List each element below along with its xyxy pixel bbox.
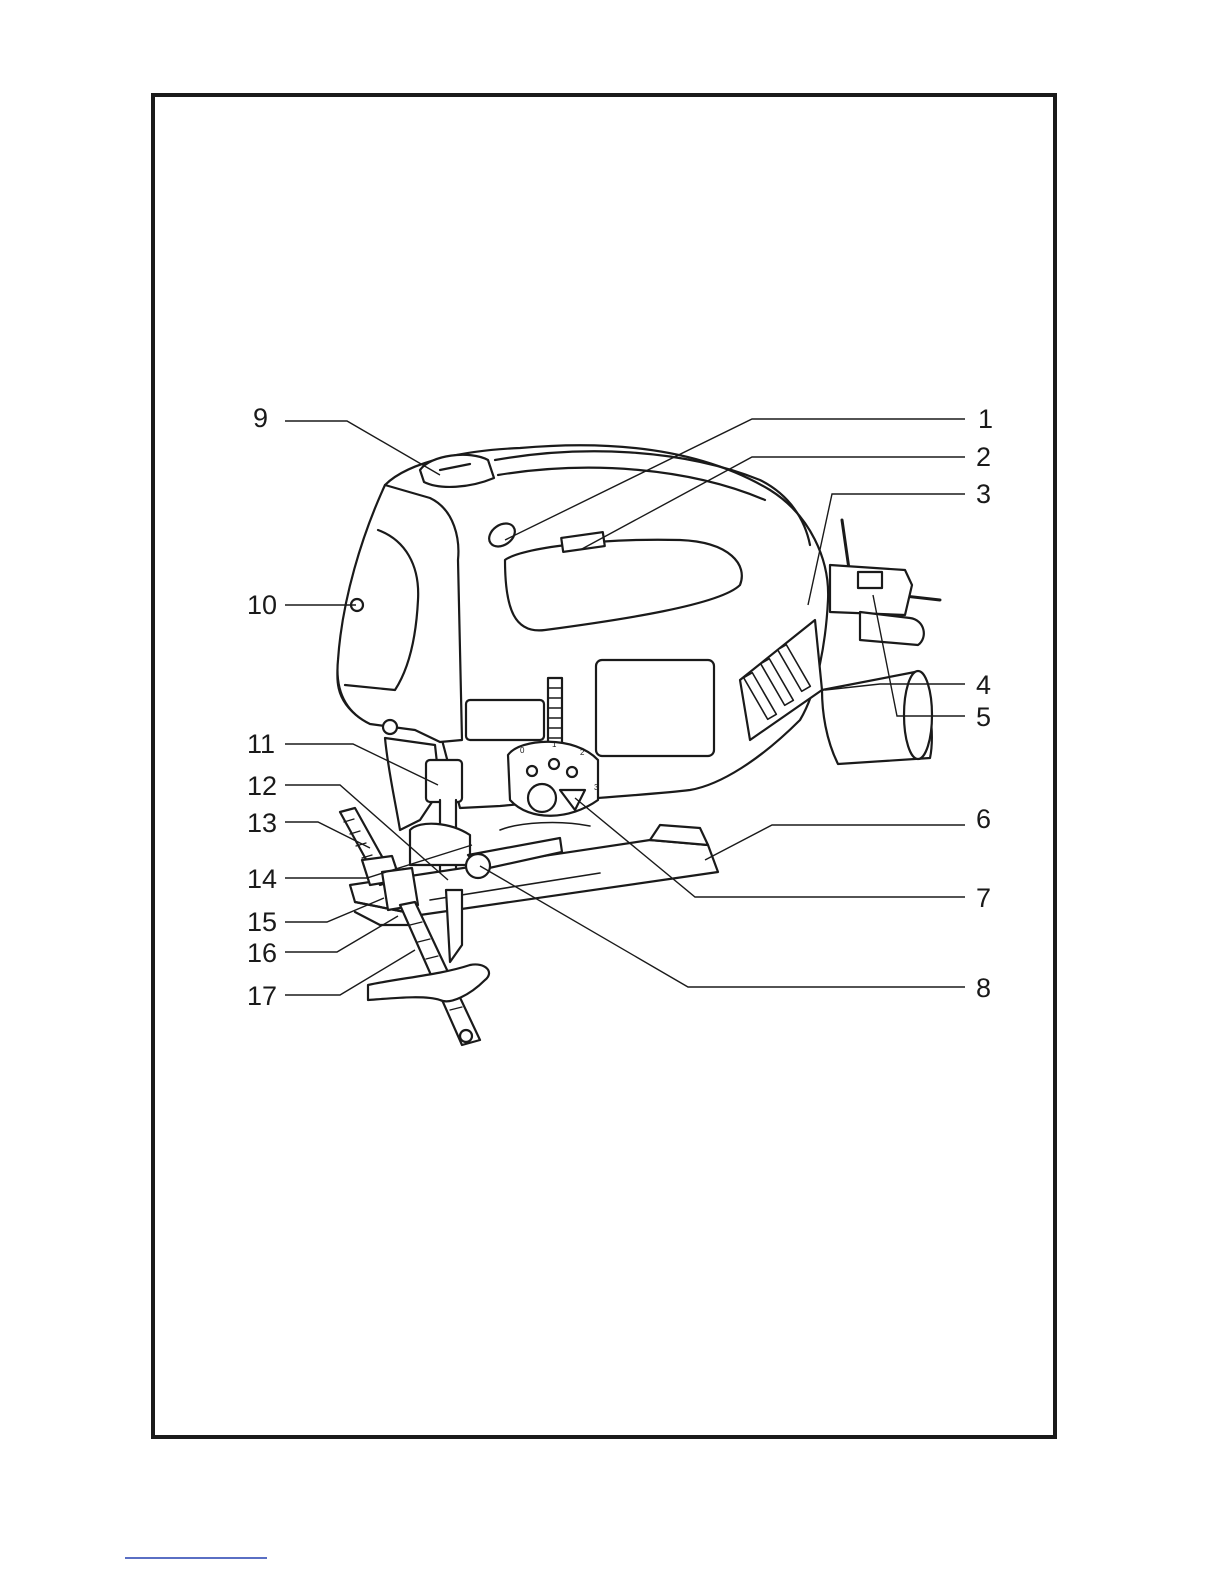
- key-holder-rod: [860, 612, 924, 645]
- dial-mark-2: 2: [580, 748, 585, 757]
- callout-8: 8: [976, 973, 991, 1003]
- callout-13: 13: [247, 808, 277, 838]
- label-plate-large: [596, 660, 714, 756]
- selector-dot-b: [549, 759, 559, 769]
- callout-4: 4: [976, 670, 991, 700]
- dial-mark-1: 1: [552, 740, 557, 749]
- blade-clamp: [426, 760, 462, 802]
- front-housing: [337, 485, 462, 742]
- callout-16: 16: [247, 938, 277, 968]
- jigsaw-illustration: [337, 445, 940, 1045]
- selector-dot-a: [527, 766, 537, 776]
- selector-dot-c: [567, 767, 577, 777]
- guide-foot-hole: [460, 1030, 472, 1042]
- callout-15: 15: [247, 907, 277, 937]
- roller-guide: [410, 824, 470, 865]
- leader-line-6: [705, 825, 965, 860]
- callout-6: 6: [976, 804, 991, 834]
- callout-11: 11: [247, 729, 275, 759]
- callout-2: 2: [976, 442, 991, 472]
- label-plate-small: [466, 700, 544, 740]
- variable-speed-dial: [420, 455, 494, 487]
- key-holder-clip: [858, 572, 882, 588]
- callout-17: 17: [247, 981, 277, 1011]
- callout-10: 10: [247, 590, 277, 620]
- bevel-scale-arc: [500, 823, 590, 830]
- callout-12: 12: [247, 771, 277, 801]
- dial-mark-0: 0: [520, 746, 525, 755]
- guard-screw: [383, 720, 397, 734]
- callout-9: 9: [253, 403, 268, 433]
- callout-5: 5: [976, 702, 991, 732]
- footer-rule: [125, 1557, 267, 1559]
- lever-pivot: [466, 854, 490, 878]
- callout-1: 1: [978, 404, 993, 434]
- selector-knob: [528, 784, 556, 812]
- saw-blade: [446, 890, 462, 962]
- callout-3: 3: [976, 479, 991, 509]
- callout-7: 7: [976, 883, 991, 913]
- dial-mark-3: 3: [594, 783, 599, 792]
- callout-14: 14: [247, 864, 277, 894]
